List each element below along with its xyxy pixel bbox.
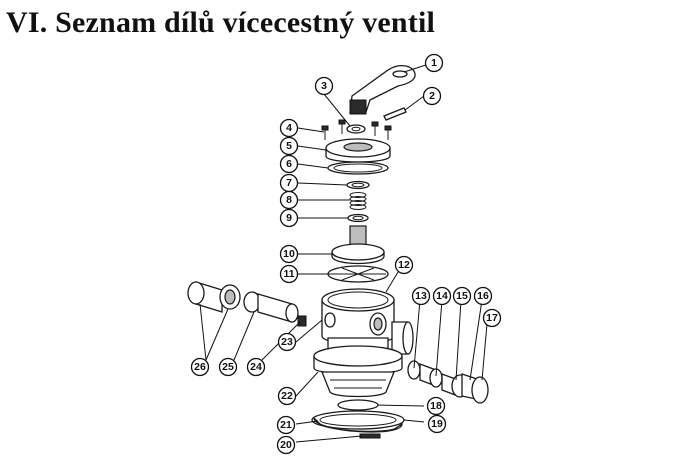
svg-text:2: 2	[429, 90, 435, 102]
callout-22: 22	[277, 386, 297, 406]
callout-5: 5	[279, 136, 299, 156]
svg-text:7: 7	[286, 177, 292, 189]
part-bottom-strainer	[313, 345, 403, 398]
svg-text:15: 15	[456, 290, 468, 302]
svg-text:20: 20	[280, 439, 292, 451]
part-pin	[383, 107, 407, 121]
svg-text:1: 1	[431, 57, 437, 69]
part-o-ring	[346, 180, 370, 190]
callout-17: 17	[482, 308, 502, 328]
svg-text:13: 13	[415, 290, 427, 302]
svg-text:22: 22	[281, 390, 293, 402]
callout-20: 20	[276, 435, 296, 455]
part-cover	[325, 138, 391, 163]
svg-text:26: 26	[194, 361, 206, 373]
callout-8: 8	[279, 190, 299, 210]
callout-3: 3	[314, 76, 334, 96]
part-right-union	[407, 360, 489, 404]
part-spring-washer	[347, 213, 369, 223]
callout-4: 4	[279, 118, 299, 138]
svg-text:25: 25	[222, 361, 234, 373]
callout-26: 26	[190, 357, 210, 377]
svg-text:18: 18	[430, 400, 442, 412]
svg-text:17: 17	[486, 312, 498, 324]
svg-text:12: 12	[398, 259, 410, 271]
callout-18: 18	[426, 396, 446, 416]
part-left-union	[187, 281, 307, 327]
callout-21: 21	[276, 415, 296, 435]
part-rotor	[331, 225, 385, 265]
callout-24: 24	[246, 357, 266, 377]
svg-text:5: 5	[286, 140, 292, 152]
part-screws	[321, 119, 392, 140]
svg-text:23: 23	[281, 336, 293, 348]
callout-16: 16	[473, 286, 493, 306]
callout-7: 7	[279, 173, 299, 193]
callout-14: 14	[432, 286, 452, 306]
svg-text:21: 21	[280, 419, 292, 431]
callout-2: 2	[422, 86, 442, 106]
callout-13: 13	[411, 286, 431, 306]
callout-12: 12	[394, 255, 414, 275]
part-spring	[349, 192, 367, 210]
callout-1: 1	[424, 53, 444, 73]
part-spider-gasket	[327, 265, 389, 283]
svg-text:14: 14	[436, 290, 448, 302]
leader-lines	[199, 64, 488, 443]
callout-19: 19	[427, 414, 447, 434]
callout-23: 23	[277, 332, 297, 352]
callout-6: 6	[279, 154, 299, 174]
svg-text:24: 24	[250, 361, 262, 373]
svg-text:8: 8	[286, 194, 292, 206]
callout-11: 11	[279, 264, 299, 284]
svg-text:4: 4	[286, 122, 292, 134]
part-bottom-gaskets	[311, 399, 405, 430]
svg-text:19: 19	[431, 418, 443, 430]
part-cover-gasket	[327, 161, 389, 175]
callout-25: 25	[218, 357, 238, 377]
svg-text:10: 10	[283, 248, 295, 260]
callout-10: 10	[279, 244, 299, 264]
svg-text:16: 16	[477, 290, 489, 302]
svg-text:6: 6	[286, 158, 292, 170]
page-title: VI. Seznam dílů vícecestný ventil	[6, 6, 436, 39]
callout-9: 9	[279, 208, 299, 228]
svg-text:11: 11	[283, 268, 294, 280]
part-washer	[346, 124, 366, 134]
svg-text:9: 9	[286, 212, 292, 224]
callout-15: 15	[452, 286, 472, 306]
svg-text:3: 3	[321, 80, 327, 92]
part-handle	[349, 64, 416, 115]
